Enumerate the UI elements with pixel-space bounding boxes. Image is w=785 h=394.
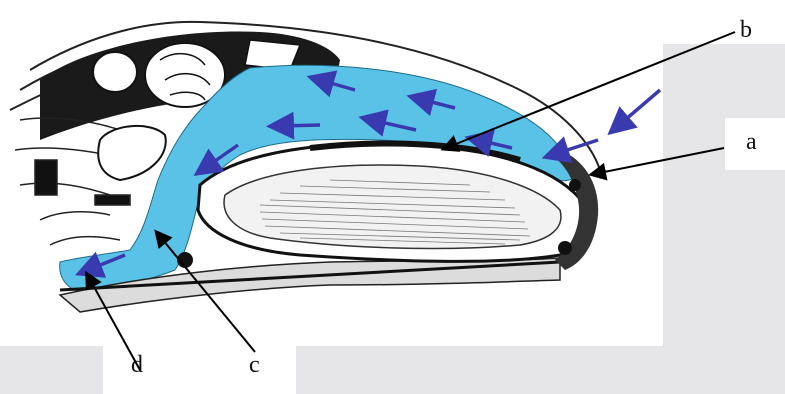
label-d: d: [131, 353, 143, 377]
label-b: b: [740, 18, 752, 42]
brainstem-section: [93, 52, 137, 92]
label-c: c: [249, 353, 260, 377]
label-a: a: [746, 130, 757, 154]
